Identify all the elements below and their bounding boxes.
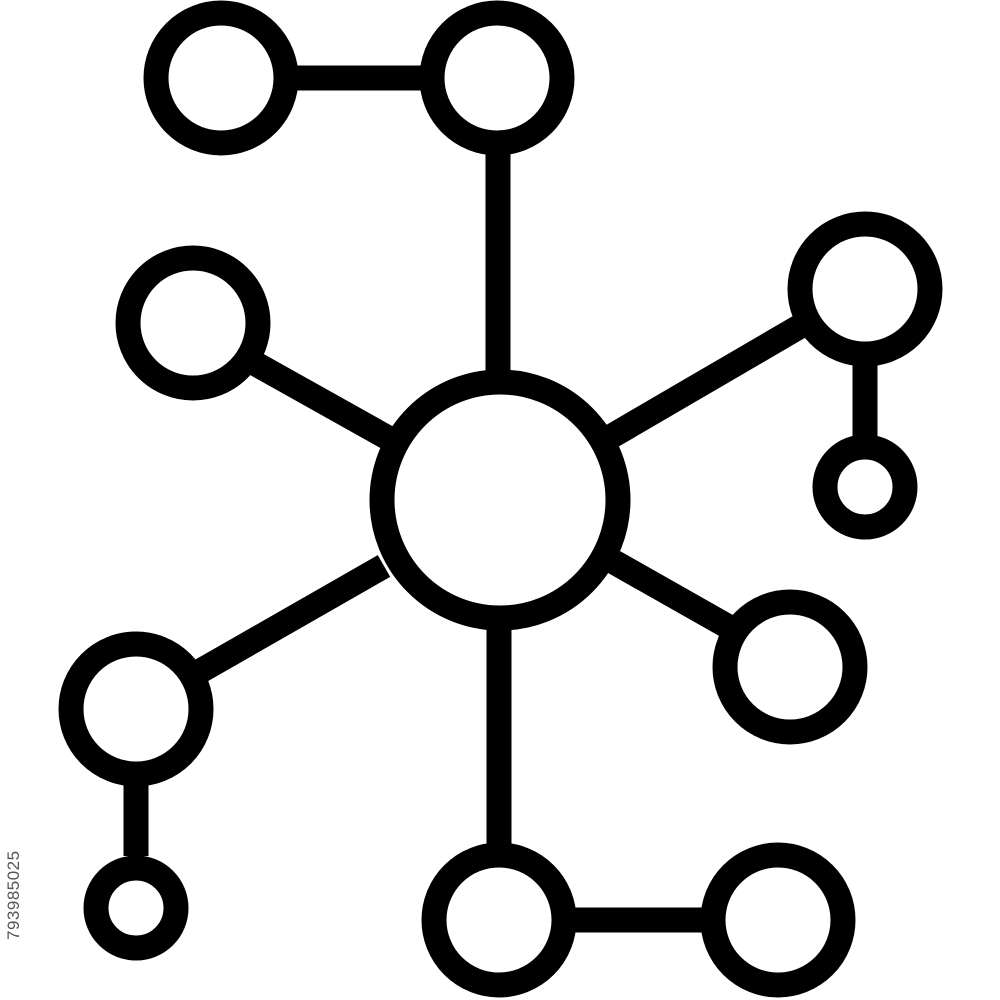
node-top [419,0,575,156]
node-small-right [812,434,918,540]
network-nodes [58,0,943,998]
edge-hub-to-lower-right [607,551,741,641]
network-edges [123,65,878,933]
node-lower-right [712,589,868,745]
stock-id-watermark: 793985025 [4,850,23,940]
hub-node [369,369,631,631]
edge-hub-to-lower-left [190,555,391,684]
node-small-left [83,855,189,961]
node-lower-left [58,631,214,787]
node-upper-right [787,211,943,367]
node-bottom [421,842,577,998]
edge-hub-to-upper-right [605,313,811,447]
edge-hub-to-upper-left [249,353,395,449]
node-top-left [143,0,299,156]
node-upper-left [115,245,271,401]
node-bottom-right [700,842,856,998]
